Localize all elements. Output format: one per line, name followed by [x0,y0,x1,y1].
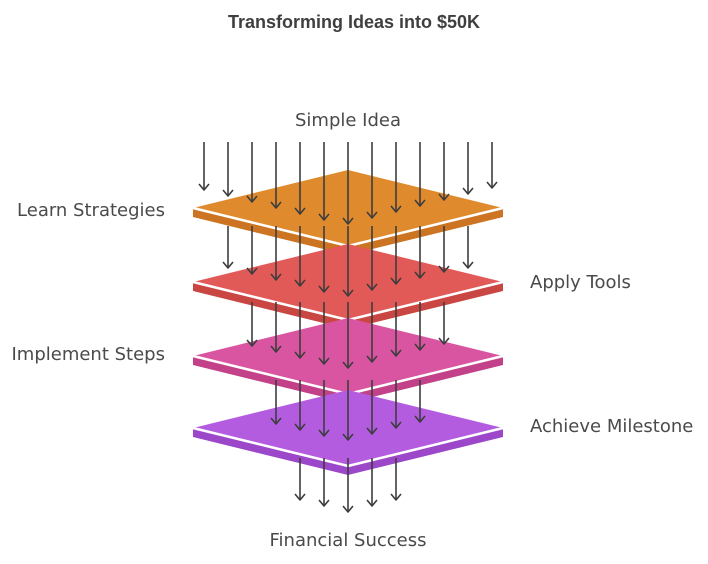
output-label: Financial Success [269,530,427,551]
input-label: Simple Idea [294,110,402,131]
down-arrow-icon [318,226,330,293]
down-arrow-icon [270,380,282,425]
down-arrow-icon [390,142,402,213]
down-arrow-icon [438,142,450,201]
down-arrow-icon [318,380,330,437]
down-arrow-icon [462,226,474,269]
down-arrow-icon [366,380,378,435]
down-arrow-icon [294,302,306,359]
down-arrow-icon [222,226,234,269]
layer-label-apply-tools: Apply Tools [530,272,631,293]
down-arrow-icon [414,380,426,423]
down-arrow-icon [294,458,306,501]
down-arrow-icon [438,226,450,273]
diagram-title: Transforming Ideas into $50K [227,12,481,32]
down-arrow-icon [246,302,258,347]
down-arrow-icon [318,142,330,221]
down-arrow-icon [390,302,402,357]
down-arrow-icon [342,142,354,225]
down-arrow-icon [342,380,354,441]
down-arrow-icon [366,226,378,291]
down-arrow-icon [246,142,258,203]
down-arrow-icon [246,226,258,275]
down-arrow-icon [294,380,306,431]
down-arrow-icon [438,302,450,345]
down-arrow-icon [390,380,402,429]
down-arrow-icon [366,302,378,363]
down-arrow-icon [342,302,354,369]
down-arrow-icon [270,142,282,209]
down-arrow-icon [366,458,378,507]
down-arrow-icon [342,226,354,297]
down-arrow-icon [318,302,330,365]
down-arrow-icon [342,458,354,513]
layer-label-learn-strategies: Learn Strategies [17,200,165,221]
layer-label-achieve-milestone: Achieve Milestone [530,416,694,437]
layer-label-implement-steps: Implement Steps [11,344,165,365]
down-arrow-icon [414,226,426,279]
down-arrow-icon [294,226,306,287]
down-arrow-icon [390,226,402,285]
down-arrow-icon [390,458,402,501]
down-arrow-icon [270,302,282,353]
down-arrow-icon [270,226,282,281]
down-arrow-icon [414,302,426,351]
down-arrow-icon [318,458,330,507]
down-arrow-icon [198,142,210,191]
down-arrow-icon [222,142,234,197]
down-arrow-icon [414,142,426,207]
down-arrow-icon [462,142,474,195]
down-arrow-icon [294,142,306,215]
down-arrow-icon [486,142,498,189]
down-arrow-icon [366,142,378,219]
